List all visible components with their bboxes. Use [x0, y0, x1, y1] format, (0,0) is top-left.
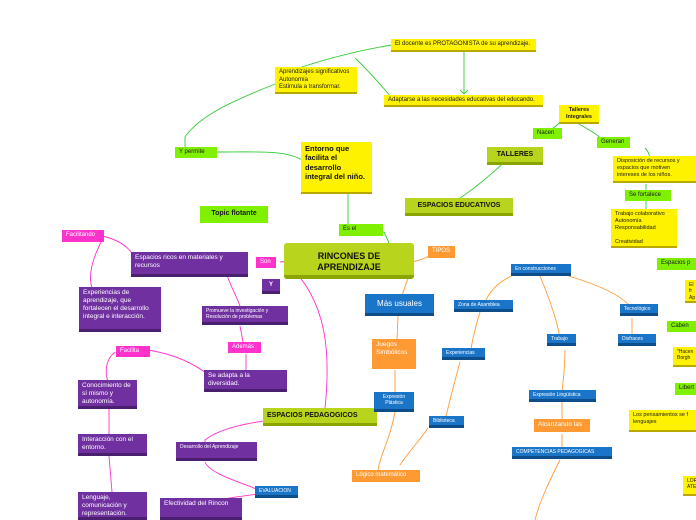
node-lenguaje[interactable]: Lenguaje, comunicación y representación. [78, 492, 147, 520]
node-se-fortalece[interactable]: Se fortalece [625, 190, 671, 201]
node-y-permite[interactable]: Y permite [175, 147, 217, 158]
node-caben[interactable]: Caben [667, 321, 696, 332]
node-topic-flotante[interactable]: Topic flotante [200, 206, 268, 223]
node-espacios-ricos[interactable]: Espacios ricos en materiales y recursos [131, 252, 248, 277]
node-facilita[interactable]: Facilita [116, 346, 150, 357]
node-juegos-simbolicos[interactable]: Juegos Simbólicos [372, 339, 416, 369]
node-evaluacion[interactable]: EVALUACION [255, 486, 298, 498]
node-ademas[interactable]: Además [228, 342, 261, 353]
node-hacen[interactable]: "Hacen Borgh [673, 347, 696, 367]
node-nacen[interactable]: Nacen [533, 128, 562, 139]
node-experiencias-aprendizaje[interactable]: Experiencias de aprendizaje, que fortale… [79, 287, 161, 332]
node-entorno-facilita[interactable]: Entorno que facilita el desarrollo integ… [301, 142, 372, 194]
node-disposicion[interactable]: Disposición de recursos y espacios que m… [613, 156, 696, 183]
node-libert[interactable]: Libert [675, 383, 696, 395]
node-tecnologico[interactable]: Tecnológico [620, 304, 658, 316]
node-conocimiento[interactable]: Conocimiento de sí mismo y autonomía. [78, 380, 137, 409]
node-expresion-linguistica[interactable]: Expresión Lingüística [529, 390, 596, 402]
node-talleres-integrales[interactable]: Talleres Integrales [559, 105, 599, 124]
node-zona-asamblea[interactable]: Zona de Asamblea [454, 300, 513, 312]
center-topic[interactable]: RINCONES DE APRENDIZAJE [284, 243, 414, 279]
node-espacios-educativos[interactable]: ESPACIOS EDUCATIVOS [405, 198, 513, 216]
node-disfraces[interactable]: Disfraces [618, 334, 656, 346]
node-lor[interactable]: LOR ATE [683, 476, 696, 496]
node-adaptarse[interactable]: Adaptarse a las necesidades educativas d… [384, 95, 543, 107]
node-se-adapta[interactable]: Se adapta a la diversidad. [204, 370, 287, 392]
node-talleres[interactable]: TALLERES [487, 147, 543, 165]
node-espacios-p[interactable]: Espacios p [657, 258, 696, 270]
node-generan[interactable]: Generan [597, 137, 630, 148]
node-logico-matematico[interactable]: Lógico matemático [352, 470, 420, 482]
node-experiencias-b[interactable]: Experiencias [442, 348, 485, 360]
node-espacios-pedagogicos[interactable]: ESPACIOS PEDAGOGICOS [263, 408, 377, 426]
node-facilitando[interactable]: Facilitando [62, 230, 104, 242]
node-trabajo-colaborativo[interactable]: Trabajo colaborativo Autonomía Responsab… [611, 209, 677, 248]
node-efectividad[interactable]: Efectividad del Rincon [160, 498, 242, 520]
node-es-el[interactable]: Es el [339, 224, 383, 236]
node-desarrollo-aprendizaje[interactable]: Desarrollo del Aprendizaje [176, 442, 257, 461]
node-en-construcciones[interactable]: En construcciones [511, 264, 571, 276]
node-trabajo-b[interactable]: Trabajo [547, 334, 576, 346]
node-aprendizajes-significativos[interactable]: Aprendizajes significativos Autonomía Es… [275, 67, 357, 94]
node-alcanzando[interactable]: Alcanzando las [534, 419, 590, 432]
node-interaccion[interactable]: Interacción con el entorno. [78, 434, 147, 456]
node-competencias[interactable]: COMPETENCIAS PEDAGOGICAS [512, 447, 612, 459]
node-biblioteca[interactable]: Biblioteca [429, 416, 464, 428]
node-promueve[interactable]: Promueve la investigación y Resolución d… [202, 306, 288, 325]
node-y[interactable]: Y [262, 279, 280, 294]
node-pensamientos[interactable]: Los pensamientos se f lenguajes [629, 410, 696, 432]
node-expresion-plastica[interactable]: Expresión Plástica [374, 392, 414, 412]
node-el-fr[interactable]: El fr Ap [685, 280, 696, 303]
node-son[interactable]: Son [256, 257, 276, 268]
node-protagonista[interactable]: El docente es PROTAGONISTA de su aprendi… [391, 39, 536, 52]
node-tipos[interactable]: TIPOS [428, 246, 455, 258]
node-mas-usuales[interactable]: Más usuales [365, 294, 434, 316]
